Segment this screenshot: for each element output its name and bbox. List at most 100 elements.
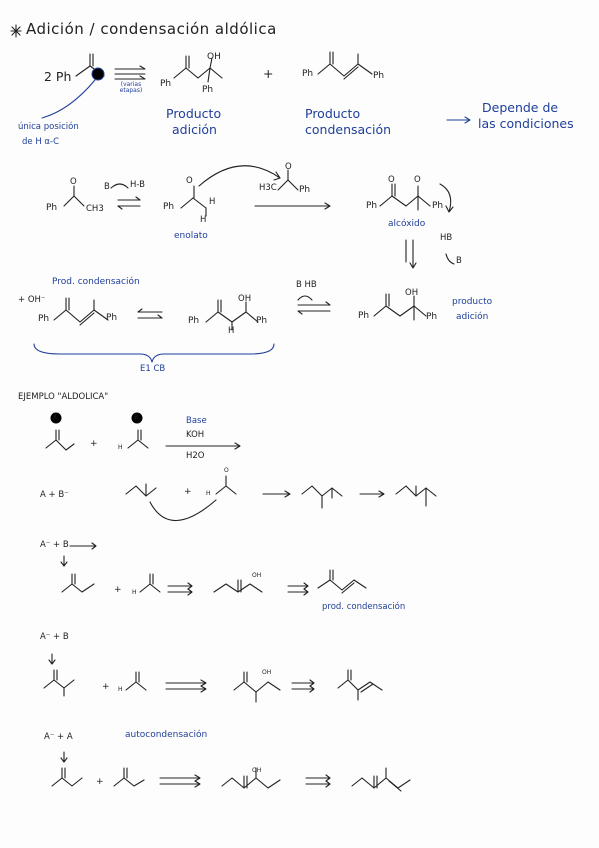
alkoxide-structure [379,183,454,213]
equilibrium-arrows-2 [117,196,141,210]
butanone-row4 [113,767,145,787]
h-row1: H [206,490,211,497]
h-example: H [118,444,123,451]
arrow-row2-top [60,542,97,567]
plus-row3: + [102,682,110,692]
acetaldehyde-row1 [215,475,237,495]
example-header: EJEMPLO "ALDOLICA" [18,392,109,402]
producto-adicion-line1: Producto [166,106,222,121]
arrow-row4-top [60,751,68,763]
plus-row2: + [114,585,122,595]
oxygen-label-3: O [285,162,292,172]
equilibrium-arrows-1 [114,65,146,80]
unica-line1: única posición [18,122,79,132]
b-label-2: B [456,256,462,266]
h-row3b: H [118,686,123,693]
oxygen-label-4: O [388,175,395,185]
h-row3: H [228,326,235,336]
ph-mech-1: Ph [46,203,58,213]
butanone-structure [45,429,75,451]
condensation-row3b [337,669,383,701]
reaction-arrow-main [165,442,241,450]
ph-label-3: Ph [302,69,314,79]
producto-adicion-row3-line1: producto [452,297,493,307]
conditions-note: (varias etapas) [119,81,143,94]
autocondensation-product [351,767,411,792]
ph-mech-4: Ph [366,201,378,211]
branched-enolate-row3 [43,669,75,697]
autocondensacion-label: autocondensación [125,730,208,740]
alpha-carbon-highlight [91,67,105,81]
enolate-row2 [61,573,95,593]
equilibrium-arrows-3 [137,308,163,319]
acetophenone-electrophile [277,169,299,191]
plus-row1: + [184,487,192,497]
equilibrium-arrows-4 [297,295,331,315]
arrows-row2 [167,582,309,596]
condensation-row2 [317,569,367,594]
page-title: Adición / condensación aldólica [26,20,277,38]
oh-row3-1: OH [238,294,252,304]
h-label-1: H [209,197,216,207]
aldol-row2 [213,579,263,593]
oh-row3-2: OH [405,288,419,298]
aldol-addition-product [173,55,223,83]
prod-condensacion-label: Prod. condensación [52,277,140,287]
ph-label-4: Ph [373,71,385,81]
ph-row3-1: Ph [38,314,50,324]
depende-line1: Depende de [482,100,559,115]
label-b: B [134,414,139,421]
e1cb-label: E1 CB [140,364,166,374]
oh-label-1: OH [207,52,221,62]
oxygen-label-2: O [186,176,193,186]
oh-row3b: OH [262,669,272,676]
producto-adicion-line2: adición [172,122,217,137]
forward-arrow-1 [254,202,331,210]
base-label-1: B [104,182,110,192]
producto-condensacion-line2: condensación [305,122,392,137]
reactant-label: 2 Ph [44,69,72,84]
ph-row3-4: Ph [256,316,268,326]
ph-row3-2: Ph [106,313,118,323]
acetaldehyde-structure [127,429,149,449]
aldol-condensation-product [317,51,373,80]
producto-adicion-row3-line2: adición [456,312,489,322]
oxygen-label-5: O [414,175,421,185]
ph-mech-3: Ph [299,185,311,195]
label-circle-a [50,412,62,424]
ph-mech-2: Ph [163,202,175,212]
hb-label-2: HB [440,233,453,243]
enolate-structure [180,185,207,217]
h-row2: H [132,589,137,596]
star-icon [10,24,22,38]
b-hb-label: B HB [296,280,317,290]
condition-koh: KOH [186,430,205,440]
condition-h2o: H2O [186,451,205,461]
oxygen-label-1: O [70,177,77,187]
alpha-pointer-arrow [41,79,96,119]
condensation-product-row3 [53,297,109,326]
condition-base: Base [186,416,207,426]
depende-line2: las condiciones [478,116,574,131]
prod-condensacion-row2: prod. condensación [322,602,406,612]
enolato-label: enolato [174,231,208,241]
oh-row4: OH [252,767,262,774]
oh-minus-label: + OH⁻ [18,295,46,305]
h-label-2: H [200,215,207,225]
acetophenone-mech [63,185,85,207]
plus-sign-1: + [263,66,274,81]
arrows-row4 [159,774,331,788]
row1-label: A + B⁻ [40,490,69,500]
plus-example: + [90,439,98,449]
acetaldehyde-row2 [139,573,161,593]
alkoxide-row1 [301,485,343,509]
enolate-a-structure [125,483,157,497]
ph-row3-3: Ph [188,316,200,326]
arrows-row3 [165,679,315,693]
label-a: A [53,414,58,421]
aldol-row3 [205,299,259,331]
protonation-arrows [405,239,455,269]
autocondensation-aldol [221,767,281,789]
ph-row3-5: Ph [358,311,370,321]
